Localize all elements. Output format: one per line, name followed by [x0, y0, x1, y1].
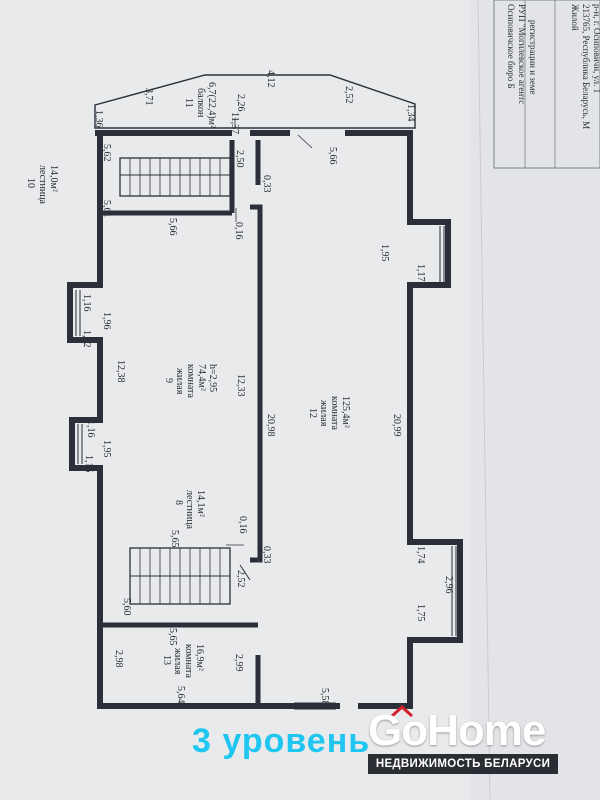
svg-text:16,9м²: 16,9м² — [194, 644, 205, 671]
svg-text:1,75: 1,75 — [415, 604, 426, 622]
room-9-label: 9 жилая комната 74,4м² h=2,95 — [163, 364, 218, 399]
svg-text:жилая: жилая — [318, 399, 329, 427]
room-12-label: 12 жилая комната 125,4м² — [307, 396, 351, 431]
svg-text:жилая: жилая — [172, 647, 183, 675]
svg-text:1,95: 1,95 — [101, 440, 112, 458]
svg-text:0,33: 0,33 — [261, 546, 272, 564]
svg-text:1,74: 1,74 — [415, 546, 426, 564]
svg-text:20,98: 20,98 — [265, 414, 276, 437]
svg-text:14,0м²: 14,0м² — [48, 165, 59, 192]
svg-text:2,26: 2,26 — [235, 94, 246, 112]
svg-text:6,7(22,4)м²: 6,7(22,4)м² — [206, 82, 217, 128]
svg-text:3,71: 3,71 — [143, 88, 154, 106]
registry-stamp: Осиповичское бюро Б РУП "Могилевское аге… — [493, 0, 600, 169]
svg-text:1,96: 1,96 — [101, 312, 112, 330]
svg-text:1,17: 1,17 — [415, 264, 426, 282]
house-roof-icon — [391, 704, 413, 718]
stamp-line-6: р-н, г. Осиповичи, ул. 1 — [592, 4, 600, 93]
svg-text:2,96: 2,96 — [443, 576, 454, 594]
svg-text:13: 13 — [161, 655, 172, 665]
svg-text:9: 9 — [163, 378, 174, 383]
svg-text:комната: комната — [185, 364, 196, 399]
upper-staircase — [119, 157, 231, 197]
logo-tagline: НЕДВИЖИМОСТЬ БЕЛАРУСИ — [368, 754, 558, 774]
svg-text:1,95: 1,95 — [379, 244, 390, 262]
svg-text:балкон: балкон — [195, 88, 206, 118]
level-caption: 3 уровень — [192, 722, 371, 760]
svg-text:2,50: 2,50 — [234, 150, 245, 168]
svg-text:0,33: 0,33 — [261, 175, 272, 193]
dimension-lines — [226, 118, 313, 546]
svg-text:125,4м²: 125,4м² — [340, 396, 351, 428]
svg-text:комната: комната — [183, 644, 194, 679]
svg-text:5,64: 5,64 — [175, 686, 186, 704]
lower-staircase — [129, 547, 251, 605]
logo-wordmark: GoHome — [368, 706, 546, 755]
svg-text:8: 8 — [173, 500, 184, 505]
dimension-labels: 3,71 4,12 2,52 1,36 2,26 1,34 11,37 5,62… — [81, 70, 454, 706]
outer-walls — [67, 130, 463, 709]
svg-text:11,37: 11,37 — [229, 112, 240, 134]
svg-text:1,36: 1,36 — [93, 110, 104, 128]
svg-text:1,34: 1,34 — [405, 104, 416, 122]
stamp-line-2: РУП "Могилевское агентс — [517, 4, 527, 104]
svg-text:2,99: 2,99 — [233, 654, 244, 672]
room-8-label: 8 лестница 14,1м² — [173, 490, 206, 530]
svg-text:h=2,95: h=2,95 — [207, 364, 218, 392]
svg-text:0,16: 0,16 — [237, 516, 248, 534]
svg-text:5,66: 5,66 — [167, 218, 178, 236]
svg-text:1,12: 1,12 — [81, 330, 92, 348]
svg-text:5,66: 5,66 — [327, 147, 338, 165]
svg-text:1,15: 1,15 — [83, 455, 94, 473]
svg-text:2,98: 2,98 — [113, 650, 124, 668]
svg-text:2,52: 2,52 — [235, 570, 246, 588]
svg-text:5,65: 5,65 — [169, 530, 180, 548]
svg-text:1,16: 1,16 — [81, 294, 92, 312]
svg-text:5,62: 5,62 — [101, 144, 112, 162]
svg-text:5,58: 5,58 — [319, 688, 330, 706]
svg-text:5,65: 5,65 — [167, 628, 178, 646]
svg-text:74,4м²: 74,4м² — [196, 364, 207, 391]
gohome-logo: GoHome НЕДВИЖИМОСТЬ БЕЛАРУСИ — [368, 704, 558, 778]
svg-text:14,1м²: 14,1м² — [195, 490, 206, 517]
room-11-label: 11 балкон 6,7(22,4)м² — [183, 82, 217, 128]
svg-text:лестница: лестница — [37, 165, 48, 205]
internal-walls — [100, 140, 263, 706]
room-10-label: 10 лестница 14,0м² — [25, 165, 59, 205]
svg-text:11: 11 — [183, 98, 194, 108]
stamp-line-4: Жилой — [570, 4, 580, 31]
svg-text:12,33: 12,33 — [235, 374, 246, 397]
svg-text:10: 10 — [25, 178, 36, 188]
svg-text:12,38: 12,38 — [115, 360, 126, 383]
svg-text:20,99: 20,99 — [391, 414, 402, 437]
stamp-line-5: 213765, Республика Беларусь, М — [581, 4, 591, 129]
svg-text:4,12: 4,12 — [265, 70, 276, 88]
svg-text:5,61: 5,61 — [101, 200, 112, 218]
balcony-outline — [94, 74, 416, 129]
svg-text:жилая: жилая — [174, 367, 185, 395]
svg-text:12: 12 — [307, 408, 318, 418]
svg-text:2,52: 2,52 — [343, 86, 354, 104]
svg-text:лестница: лестница — [184, 490, 195, 530]
room-13-label: 13 жилая комната 16,9м² — [161, 644, 205, 679]
windows — [75, 226, 457, 710]
stamp-line-3: регистрации и земе — [528, 20, 538, 95]
stamp-line-1: Осиповичское бюро Б — [506, 4, 516, 89]
svg-text:комната: комната — [329, 396, 340, 431]
svg-text:5,60: 5,60 — [121, 598, 132, 616]
svg-text:0,16: 0,16 — [233, 222, 244, 240]
svg-text:1,16: 1,16 — [85, 420, 96, 438]
